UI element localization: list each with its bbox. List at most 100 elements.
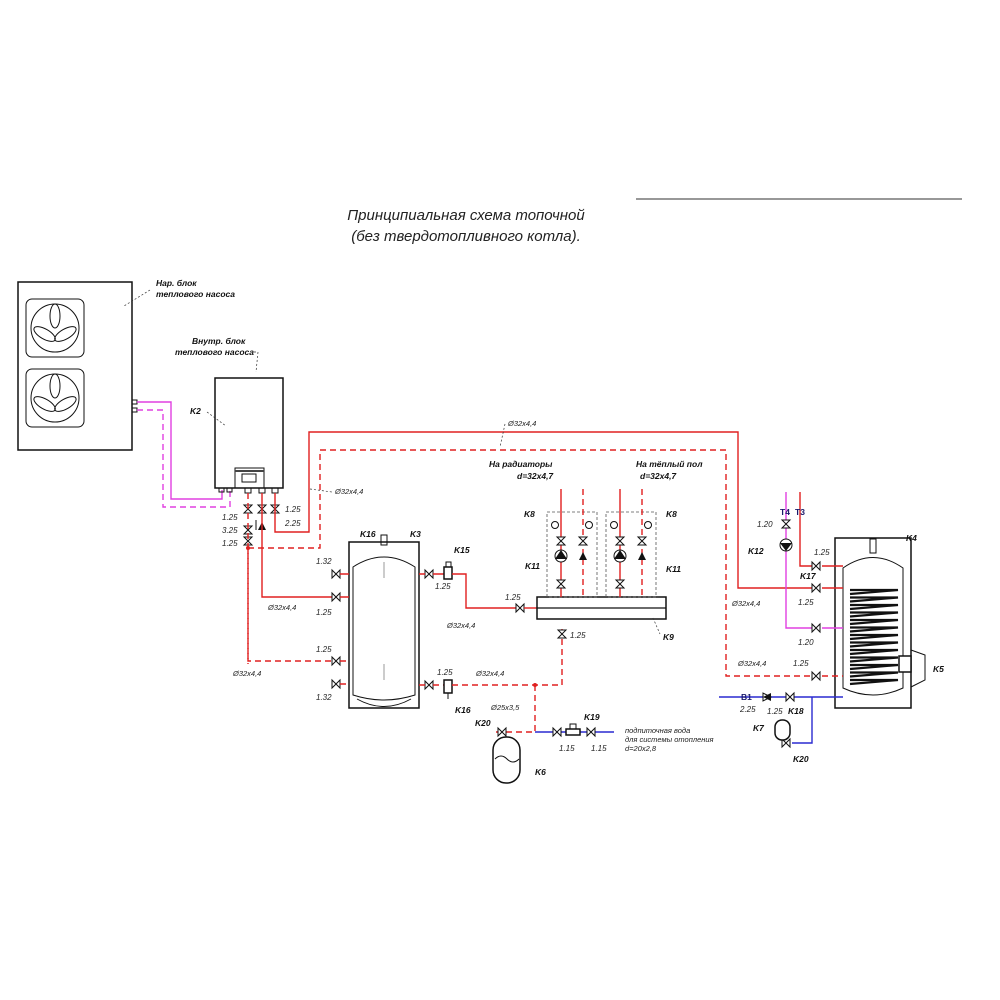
k11-left-label: K11	[525, 561, 540, 571]
pipe-size-k3-to-k9: Ø32x4,4	[446, 621, 475, 630]
k20-right-label: K20	[793, 754, 809, 764]
coil-turn	[849, 596, 899, 603]
floor-heating-label-1: На тёплый пол	[636, 459, 703, 469]
k6-label: K6	[535, 767, 546, 777]
k9-inlet-height: 1.25	[505, 593, 521, 602]
k3-h-top-right: 1.25	[435, 582, 451, 591]
pipe-size-makeup: Ø25x3,5	[490, 703, 520, 712]
makeup-branch-pipe	[494, 685, 536, 733]
main-supply-pipe	[274, 431, 812, 589]
pipe-size-k3-bottom: Ø32x4,4	[475, 669, 504, 678]
k3-bottom-return-pipe	[452, 628, 563, 686]
k12-label: K12	[748, 546, 764, 556]
coil-turn	[849, 626, 899, 633]
makeup-water-label-3: d=20x2,8	[625, 744, 657, 753]
buffer-tank-k3	[348, 534, 420, 709]
k3-h-bottom-right: 1.25	[437, 668, 453, 677]
coil-turn	[849, 618, 899, 626]
coil-turn	[849, 641, 899, 648]
k2-height-a: 1.25	[285, 505, 301, 514]
b1-check-height: 2.25	[739, 705, 756, 714]
pump-group-k8-left	[546, 511, 598, 598]
title-line-2: (без твердотопливного котла).	[351, 228, 581, 245]
indoor-unit-k2	[214, 377, 284, 494]
k4-h-cold-valve: 1.25	[767, 707, 783, 716]
k18-label: K18	[788, 706, 804, 716]
k5-label: K5	[933, 664, 944, 674]
k2-height-c: 3.25	[222, 526, 238, 535]
t4-valve-height: 1.20	[757, 520, 773, 529]
k8-left-label: K8	[524, 509, 535, 519]
k3-h-top-left: 1.32	[316, 557, 332, 566]
k2-height-b: 1.25	[222, 513, 238, 522]
coil-turn	[849, 656, 899, 663]
k3-label: K3	[410, 529, 421, 539]
k3-h-supply-left: 1.25	[316, 608, 332, 617]
radiators-label-2: d=32x4,7	[517, 471, 554, 481]
k4-label: K4	[906, 533, 917, 543]
expansion-vessel-k7	[774, 719, 791, 741]
coil-turn	[849, 648, 899, 656]
indoor-unit-label-2: теплового насоса	[175, 347, 254, 357]
pipe-size-k4-coil-out: Ø32x4,4	[737, 659, 766, 668]
pipe-size-k4-coil-in: Ø32x4,4	[731, 599, 760, 608]
k9-bottom-height: 1.25	[570, 631, 586, 640]
k3-h-return-left: 1.25	[316, 645, 332, 654]
coil-turn	[849, 611, 899, 618]
makeup-water-label-2: для системы отопления	[625, 735, 714, 744]
outdoor-unit-label-2: теплового насоса	[156, 289, 235, 299]
k11-right-label: K11	[666, 564, 681, 574]
k4-h-coil-in: 1.25	[798, 598, 814, 607]
heating-coil-icon	[849, 588, 899, 686]
k16-bottom-label: K16	[455, 705, 471, 715]
pipe-size-k3-supply: Ø32x4,4	[267, 603, 296, 612]
k4-h-dhw: 1.25	[814, 548, 830, 557]
makeup-h1: 1.15	[559, 744, 575, 753]
k19-label: K19	[584, 712, 600, 722]
k15-label: K15	[454, 545, 470, 555]
makeup-valves[interactable]	[552, 723, 596, 738]
coil-turn	[849, 633, 899, 641]
k9-bottom-valve[interactable]	[556, 629, 568, 639]
k4-valves[interactable]	[762, 519, 821, 749]
heat-pump-return-pipe	[137, 409, 231, 508]
k8-right-label: K8	[666, 509, 677, 519]
floor-heating-label-2: d=32x4,7	[640, 471, 677, 481]
k2-check-height: 2.25	[284, 519, 301, 528]
coil-turn	[849, 603, 899, 611]
radiators-label-1: На радиаторы	[489, 459, 553, 469]
pipe-size-boiler-riser: Ø32x4,4	[334, 487, 363, 496]
heat-pump-supply-pipe	[137, 401, 223, 500]
k9-inlet-valve[interactable]	[515, 602, 525, 614]
k3-left-valves[interactable]	[331, 568, 341, 690]
filter-k16	[443, 679, 453, 699]
k3-right-valves[interactable]	[424, 568, 434, 691]
k3-h-bottom-left: 1.32	[316, 693, 332, 702]
air-vent-k15	[443, 561, 453, 580]
coil-turn	[849, 671, 899, 678]
coil-turn	[849, 588, 899, 596]
pipe-size-k3-return: Ø32x4,4	[232, 669, 261, 678]
pipe-size-main-top: Ø32x4,4	[507, 419, 536, 428]
k3-supply-in-pipe	[261, 493, 340, 598]
makeup-water-label-1: подпиточная вода	[625, 726, 690, 735]
k2-label: K2	[190, 406, 201, 416]
k2-valve-group[interactable]	[242, 504, 281, 546]
k20-valve-left[interactable]	[497, 726, 507, 738]
k17-label: K17	[800, 571, 817, 581]
t4-label: T4	[780, 507, 790, 517]
k7-label: K7	[753, 723, 765, 733]
fan-icon	[25, 368, 85, 428]
pump-group-components[interactable]	[551, 521, 652, 589]
indoor-unit-label-1: Внутр. блок	[192, 336, 246, 346]
k2-height-d: 1.25	[222, 539, 238, 548]
t3-label: T3	[795, 507, 805, 517]
coil-turn	[849, 663, 899, 671]
outdoor-unit	[17, 281, 138, 451]
k20-left-label: K20	[475, 718, 491, 728]
manifold-k9	[536, 596, 667, 620]
k4-h-coil-out: 1.25	[793, 659, 809, 668]
k16-top-label: K16	[360, 529, 376, 539]
k3-return-in-pipe	[247, 548, 340, 662]
